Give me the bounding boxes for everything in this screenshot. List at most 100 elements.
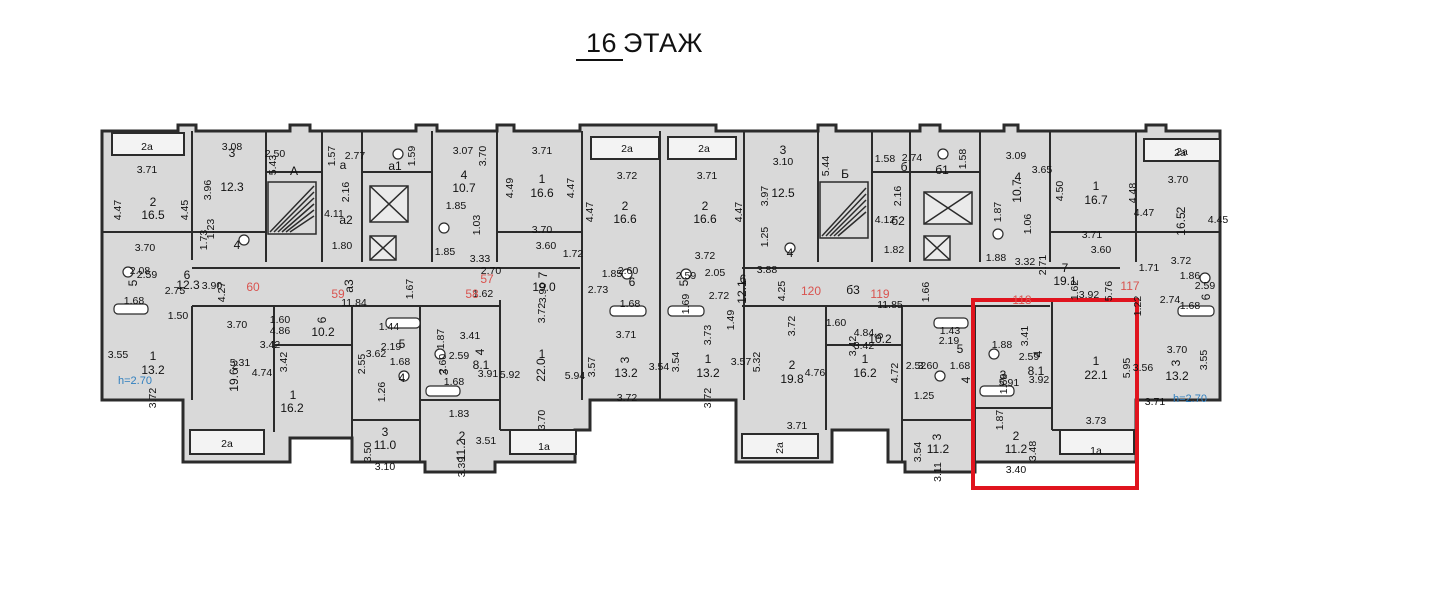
bathroom-fixtures (113, 148, 1215, 397)
room-label: 3.42 (854, 340, 875, 352)
room-label: 1 (539, 172, 546, 186)
flat-number: 117 (1120, 279, 1139, 293)
room-label: 1.58 (875, 153, 896, 165)
room-label: 1.73 (198, 230, 210, 251)
room-label: 2 (150, 195, 157, 209)
room-label: 2.19 (381, 341, 402, 353)
room-label: 3.71 (1145, 396, 1166, 408)
room-label: 4 (787, 246, 794, 260)
room-label: 5 (399, 337, 406, 351)
room-label: 16.2 (280, 401, 304, 415)
room-label: A (290, 164, 298, 178)
room-label: 2a (698, 143, 710, 155)
room-label: 1a (538, 441, 550, 453)
room-label: 19.6 (227, 368, 241, 392)
room-label: 16.2 (853, 366, 877, 380)
room-label: 2.74 (1160, 294, 1181, 306)
room-label: 3.57 (586, 357, 598, 378)
room-label: 2 (702, 199, 709, 213)
room-label: 4.11 (324, 208, 344, 220)
room-label: 1.57 (326, 146, 338, 167)
room-label: 5.32 (751, 352, 763, 373)
room-label: 5.94 (565, 370, 586, 382)
room-label: 19.8 (780, 372, 804, 386)
room-label: 4.45 (179, 200, 191, 221)
room-label: 1.68 (390, 356, 411, 368)
room-label: 3.72 (147, 388, 159, 409)
room-label: 1 (862, 352, 869, 366)
room-label: 3.42 (278, 352, 290, 373)
room-label: 4.86 (270, 325, 291, 337)
room-label: 3.57 (731, 356, 752, 368)
room-label: 2.71 (1037, 255, 1049, 276)
room-label: б1 (935, 163, 949, 177)
room-label: 8.1 (1028, 364, 1045, 378)
room-label: 1.26 (376, 382, 388, 403)
room-label: 2.70 (481, 265, 502, 277)
room-label: 7 (1062, 261, 1069, 275)
room-label: 1.03 (471, 215, 483, 236)
room-label: 1.59 (406, 146, 418, 167)
room-label: 16.6 (613, 212, 637, 226)
room-label: 16.6 (530, 186, 554, 200)
room-label: 8.1 (473, 358, 490, 372)
room-label: 3.40 (1006, 464, 1027, 476)
room-label: 5.31 (230, 357, 251, 369)
room-label: 2.59 (1019, 351, 1040, 363)
flat-number: 58 (465, 287, 479, 301)
room-label: 16.6 (693, 212, 717, 226)
room-label: 3.70 (532, 224, 553, 236)
room-label: 11.2 (1005, 442, 1028, 456)
room-label: 1.86 (1180, 270, 1201, 282)
room-label: 1.50 (168, 310, 189, 322)
room-label: 19.1 (1053, 274, 1077, 288)
room-label: 1 (290, 388, 297, 402)
room-label: 1.68 (444, 376, 465, 388)
room-label: 5.95 (1121, 358, 1133, 379)
room-label: 3.90 (537, 283, 549, 304)
room-label: 7 (536, 271, 550, 278)
room-label: 2.74 (902, 152, 923, 164)
room-label: 5.76 (1103, 281, 1115, 302)
room-label: 3.62 (366, 348, 387, 360)
room-label: 3 (930, 433, 944, 440)
room-label: 3.60 (918, 360, 939, 372)
stairwells (267, 181, 973, 261)
room-label: 1.68 (1180, 300, 1201, 312)
room-label: 11.0 (374, 438, 397, 452)
room-label: 1.85 (435, 246, 456, 258)
room-label: 3.88 (757, 264, 778, 276)
room-label: 3.70 (135, 242, 156, 254)
room-label: 10.2 (311, 325, 335, 339)
room-label: 3.73 (702, 325, 714, 346)
room-label: 1.88 (986, 252, 1007, 264)
room-label: 3.48 (1027, 441, 1039, 462)
room-label: 3.72 (1171, 255, 1192, 267)
room-label: 3.70 (1168, 174, 1189, 186)
room-label: 3.97 (759, 186, 771, 207)
room-label: 2.72 (709, 290, 730, 302)
room-label: 16.5 (141, 208, 165, 222)
room-label: 2a (774, 442, 786, 454)
flat-number: 57 (480, 272, 494, 286)
room-label: б (901, 160, 908, 174)
room-label: Б (841, 167, 849, 181)
room-label: 1.22 (1132, 296, 1144, 317)
room-label: 6 (872, 332, 886, 339)
room-label: 2 (1174, 206, 1188, 213)
room-label: 13.2 (614, 366, 638, 380)
room-label: 2.60 (437, 354, 449, 375)
room-label: 1.80 (332, 240, 353, 252)
room-label: 1.60 (270, 314, 291, 326)
room-label: 4 (1031, 350, 1045, 357)
room-label: 3 (1169, 359, 1183, 366)
room-label: 3.71 (532, 145, 553, 157)
room-label: 3.72 (695, 250, 716, 262)
room-label: 2a (621, 143, 633, 155)
room-label: 1.82 (884, 244, 905, 256)
room-label: 1.49 (725, 310, 737, 331)
room-label: а1 (388, 159, 402, 173)
